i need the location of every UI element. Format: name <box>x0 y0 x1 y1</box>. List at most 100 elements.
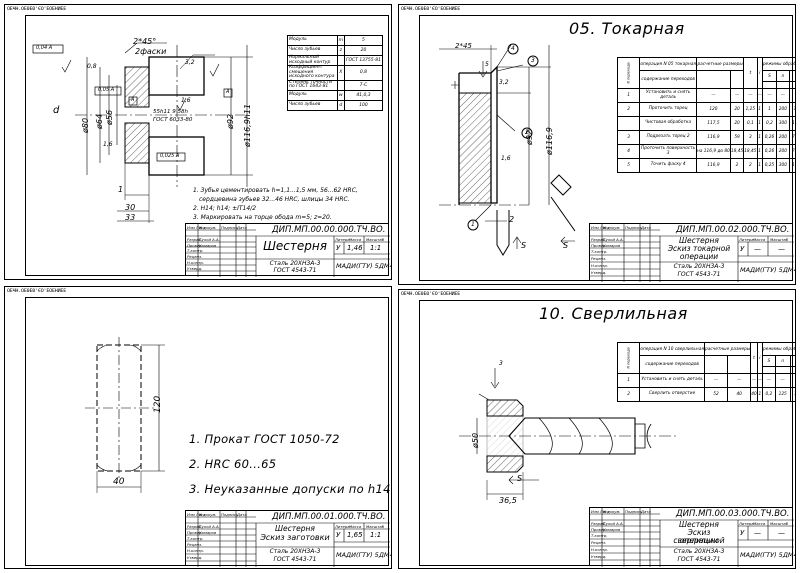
cell-v: 73,45 <box>788 144 795 159</box>
tb-lbl-3: Дата <box>641 509 651 514</box>
cell-desc: Проточить торец <box>639 102 697 117</box>
tolerance-frame-1: 0,04 A <box>36 45 53 51</box>
lit-value: У <box>740 245 745 253</box>
tb-lbl-6: Провер. <box>591 243 607 248</box>
sheet-corner-code: ОЕЧН.ОЕ0Е0'ЄО'ЕОЕНИЕЕ <box>401 291 461 297</box>
cell-desc: Установить и снять деталь <box>639 88 697 103</box>
dim-w30: 30 <box>125 203 136 212</box>
drawing-sheet-drilling: ОЕЧН.ОЕ0Е0'ЄО'ЕОЕНИЕЕ 10. Сверлильная <box>398 289 796 569</box>
tb-lbl-8: Т.контр. <box>591 533 608 538</box>
tb-lbl-2: Подпись <box>221 225 239 230</box>
tb-lbl-4: Разраб. <box>591 521 606 526</box>
marker-4: 4 <box>511 45 515 52</box>
part-name: Шестерня <box>275 524 315 533</box>
cell-a: 52 <box>703 387 729 402</box>
title-block: ДИП.МП.00.00.000.ТЧ.ВО. Шестерня Сталь 2… <box>185 223 392 277</box>
col-step: N перехода <box>626 62 631 84</box>
note-3: 3. Маркировать на торце обода m=5; z=20. <box>193 214 332 221</box>
cell-a: 120 <box>695 102 731 117</box>
marker-1: 1 <box>471 221 475 228</box>
drawing-sheet-turning: ОЕЧН.ОЕ0Е0'ЄО'ЕОЕНИЕЕ 05. Токарная <box>398 4 796 285</box>
dim-height: 120 <box>153 395 163 413</box>
lit-value: У <box>740 529 745 537</box>
sheet-corner-code: ОЕЧН.ОЕ0Е0'ЄО'ЕОЕНИЕЕ <box>7 288 67 294</box>
title-block-grid <box>186 511 390 567</box>
tb-lbl-4: Разраб. <box>591 237 606 242</box>
cell-s: — <box>761 88 778 103</box>
cell-s: 0,26 <box>761 144 778 159</box>
param-val: 41,0,3 <box>343 89 384 101</box>
param-name: Модуль <box>287 89 338 101</box>
dim-w33: 33 <box>125 213 136 222</box>
marker-3: 3 <box>499 360 503 367</box>
cell-s: 0,26 <box>761 130 778 145</box>
param-name: Модуль <box>287 35 338 46</box>
param-sym <box>336 55 345 66</box>
scale-label: Масштаб <box>366 237 385 242</box>
dim-d: d <box>53 105 60 116</box>
param-sym: w <box>336 89 345 101</box>
op-name: операция N 10 сверлильная <box>639 342 705 356</box>
tb-lbl-11: Утверд. <box>187 555 203 560</box>
marker-5: 5 <box>485 61 489 68</box>
tb-lbl-7: Комаров <box>603 527 621 532</box>
cell-v: — <box>789 373 795 388</box>
dim-d80: ø80 <box>81 117 90 133</box>
mass-value: 1,46 <box>347 244 363 252</box>
cell-nn: — <box>776 88 790 103</box>
drawing-sheet-gear: ОЕЧН.ОЕ0Е0'ЄО'ЕОЕНИЕЕ <box>4 4 392 280</box>
cell-a: 116,9 <box>695 130 731 145</box>
dim-d92: ø92 <box>525 129 534 145</box>
cell-t: 1,25 <box>743 102 758 117</box>
material-2: ГОСТ 4543-71 <box>273 556 317 563</box>
material-2: ГОСТ 4543-71 <box>677 556 721 563</box>
param-sym: d <box>336 99 345 111</box>
chamfer-dim: 2*45° <box>133 37 157 46</box>
cell-desc: Чистовая обработка <box>639 116 697 131</box>
table-row: Чистовая обработка117,5200,110,2300110,4… <box>616 116 795 131</box>
dim-d56: ø56 <box>105 109 114 125</box>
cell-v: 19,6 <box>789 387 795 402</box>
organization: МАДИ(ГТУ) 5ДМ4 <box>336 551 392 559</box>
param-sym: m <box>336 35 345 46</box>
op-name: операция N 05 токарная <box>639 57 697 71</box>
tb-lbl-7: Комаров <box>199 243 217 248</box>
roughness-4: 1,6 <box>103 141 113 148</box>
tb-lbl-0: Изм Лист <box>187 512 206 517</box>
mass-label: Масса <box>753 237 766 242</box>
mass-value: — <box>754 529 761 537</box>
drawing-sheet-blank: ОЕЧН.ОЕ0Е0'ЄО'ЕОЕНИЕЕ 120 40 1. Прокат Г… <box>4 286 392 569</box>
cell-t: 40 <box>750 387 758 402</box>
col-v: V <box>789 355 795 367</box>
operation-table: N перехода операция N 05 токарная расчет… <box>616 57 795 173</box>
col-n: n <box>774 355 791 367</box>
cell-t: — <box>743 88 758 103</box>
organization: МАДИ(ГТУ) 5ДМ4 <box>336 262 392 270</box>
tb-lbl-4: Разраб. <box>187 237 202 242</box>
cell-b: — <box>729 88 745 103</box>
blank-note-3: 3. Неуказанные допуски по h14 <box>189 482 391 496</box>
param-val: 0,8 <box>343 65 384 81</box>
mass-label: Масса <box>349 237 362 242</box>
param-val: 100 <box>343 99 384 111</box>
mass-label: Масса <box>753 521 766 526</box>
cell-nn: 125 <box>774 387 791 402</box>
scale-label: Масштаб <box>770 521 789 526</box>
cell-n: 2 <box>616 387 641 402</box>
tolerance-frame-2: 0,05 A <box>98 87 115 93</box>
tb-lbl-2: Подпись <box>625 225 643 230</box>
param-val: 7-C <box>343 79 384 91</box>
cell-b: 2 <box>729 158 745 173</box>
col-s: S <box>761 70 778 82</box>
col-modes: режимы обработки <box>761 57 795 71</box>
mass-label: Масса <box>349 524 362 529</box>
title-block: ДИП.МП.00.02.000.ТЧ.ВО. Шестерня Эскиз т… <box>589 223 795 282</box>
cell-nn: 200 <box>776 130 790 145</box>
cell-n: 1 <box>616 88 641 103</box>
gear-drawing <box>32 42 253 223</box>
cell-v: 110,4 <box>788 116 795 131</box>
